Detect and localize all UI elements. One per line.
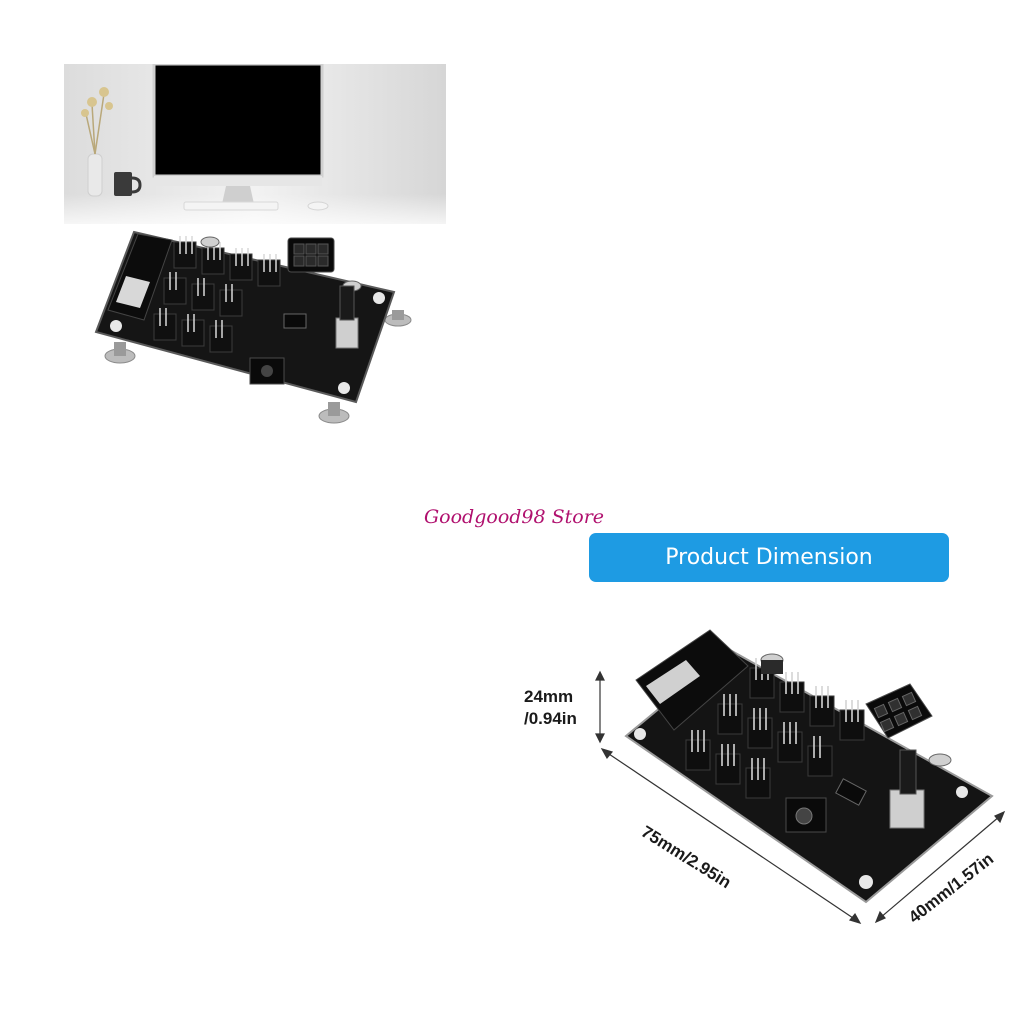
product-scene-image: [64, 64, 446, 424]
fan-hub-board: [94, 230, 412, 424]
banner-title: Product Dimension: [665, 545, 873, 570]
product-dimension-banner: Product Dimension: [589, 533, 949, 582]
plant-vase-decoration: [81, 87, 113, 197]
dimension-board-image: [595, 629, 1006, 924]
height-dimension-label: 24mm /0.94in: [524, 686, 577, 730]
monitor-decoration: [152, 64, 324, 206]
store-watermark: Goodgood98 Store: [424, 506, 605, 528]
height-line-1: 24mm: [524, 687, 574, 706]
dimension-lines: [595, 670, 1006, 924]
mug-decoration: [114, 172, 142, 196]
keyboard-decoration: [183, 201, 279, 211]
mouse-decoration: [307, 201, 329, 211]
height-line-2: /0.94in: [524, 709, 577, 728]
fan-hub-board-dimension: [624, 629, 994, 904]
